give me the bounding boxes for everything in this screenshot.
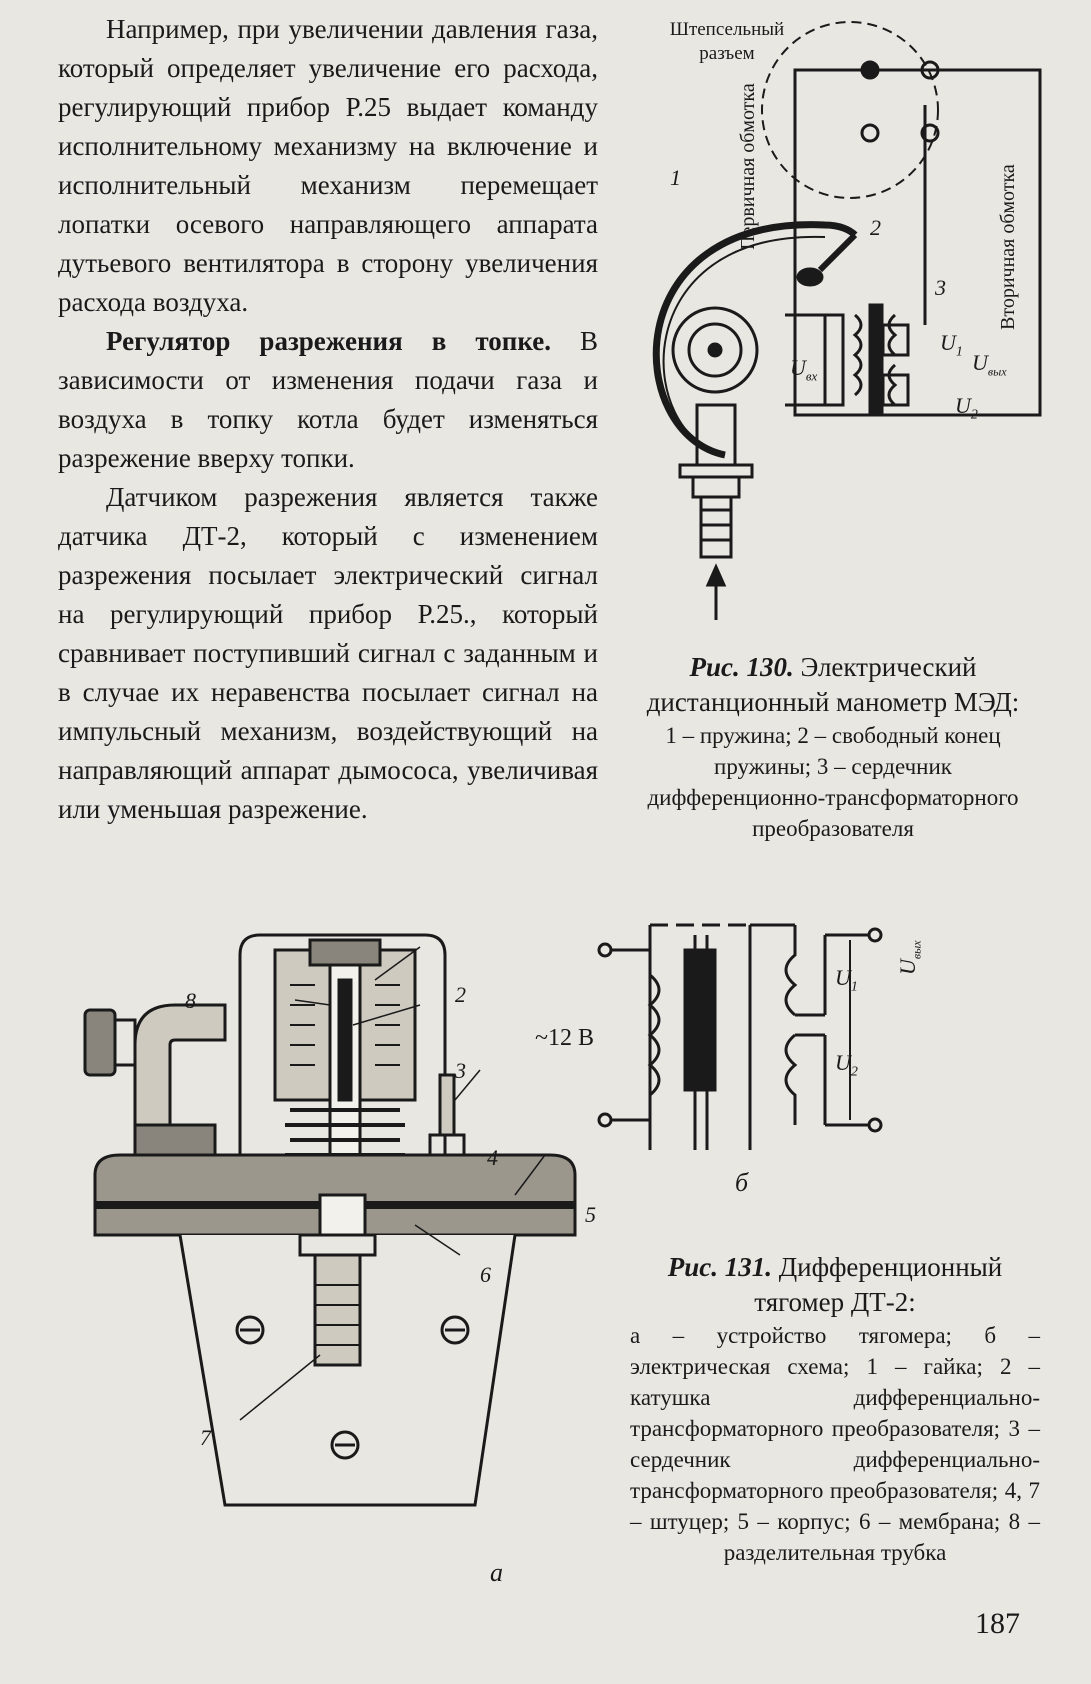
fig131a-label-8: 8 <box>185 988 196 1013</box>
fig131a-label-5: 5 <box>585 1202 596 1227</box>
primary-winding-label: Первичная обмотка <box>737 83 759 250</box>
fig130-caption-title: Рис. 130. <box>689 652 794 682</box>
fig131-label-a: а <box>490 1558 503 1587</box>
fig131-u1-label: U1 <box>835 965 858 995</box>
fig131a-label-4: 4 <box>487 1145 498 1170</box>
fig130-caption-body: 1 – пружина; 2 – свободный конец пружины… <box>647 723 1019 841</box>
fig130-label-1: 1 <box>670 165 681 190</box>
fig131a-label-6: 6 <box>480 1262 491 1287</box>
fig131a-label-7: 7 <box>200 1425 211 1450</box>
fig130-caption-lead: Электрический дистанционный манометр МЭД… <box>646 652 1020 717</box>
fig131a-label-3: 3 <box>455 1058 466 1083</box>
figure-130-drawing <box>652 21 1042 620</box>
paragraph-1: Например, при увеличении давления газа, … <box>58 14 598 317</box>
fig130-uin-label: Uвх <box>790 355 818 384</box>
fig130-label-3: 3 <box>935 275 946 300</box>
fig130-u1-label: U1 <box>940 330 963 360</box>
figure-131a-device <box>83 933 577 1507</box>
body-text: Например, при увеличении давления газа, … <box>58 10 598 829</box>
connector-label: Штепсельный разъем <box>669 19 785 64</box>
fig130-uout-label: Uвых <box>972 350 1007 379</box>
fig131-caption-body: а – устройство тягомера; б – электрическ… <box>630 1323 1040 1565</box>
section-heading: Регулятор разрежения в топке. <box>106 326 551 356</box>
fig130-u2-label: U2 <box>955 393 978 423</box>
figure-131-caption: Рис. 131. Дифференционный тягомер ДТ-2: … <box>630 1250 1040 1568</box>
fig131-label-b: б <box>735 1168 749 1197</box>
figure-130-caption: Рис. 130. Электрический дистанционный ма… <box>628 650 1038 844</box>
supply-voltage-label: ~12 В <box>535 1025 594 1051</box>
paragraph-2-text: В зависимости от изменения подачи газа и… <box>58 326 599 473</box>
paragraph-2: Регулятор разрежения в топке. В зависимо… <box>58 322 598 478</box>
fig131-uout-label: Uвых <box>895 940 924 975</box>
secondary-winding-label: Вторичная обмотка <box>997 164 1019 330</box>
fig131-u2-label: U2 <box>835 1050 858 1080</box>
paragraph-3: Датчиком разрежения является также датчи… <box>58 482 598 824</box>
fig131-caption-lead: Дифференционный тягомер ДТ-2: <box>754 1252 1003 1317</box>
fig130-label-2: 2 <box>870 215 881 240</box>
page-number: 187 <box>975 1607 1020 1640</box>
fig131-caption-title: Рис. 131. <box>667 1252 772 1282</box>
fig131a-label-2: 2 <box>455 982 466 1007</box>
figure-131b-scheme <box>597 923 883 1150</box>
